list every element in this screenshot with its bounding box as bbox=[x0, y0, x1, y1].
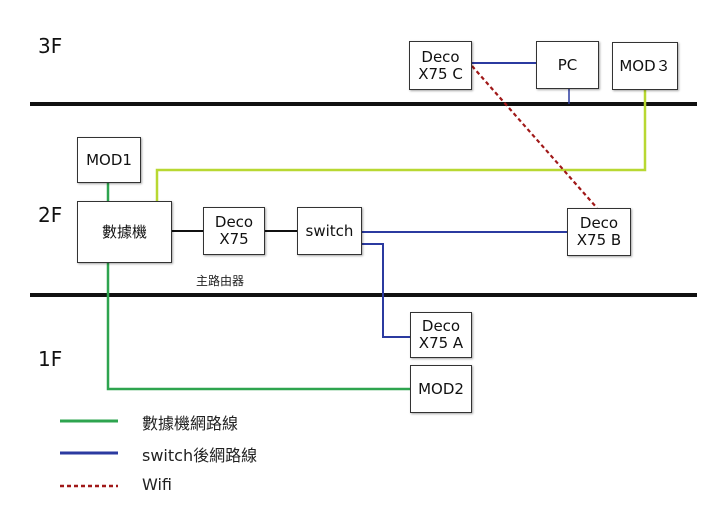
deco-x75-c-node: Deco X75 C bbox=[409, 41, 472, 90]
data-machine-node: 數據機 bbox=[77, 201, 172, 263]
deco-x75-main-node: Deco X75 bbox=[203, 207, 265, 255]
cable-modem-to-mod2 bbox=[106, 262, 410, 391]
node-label: Deco bbox=[579, 214, 619, 232]
node-label: MOD1 bbox=[86, 150, 132, 169]
node-label: MOD2 bbox=[418, 379, 464, 398]
mod1-node: MOD1 bbox=[77, 137, 141, 183]
node-label: MOD３ bbox=[619, 56, 671, 75]
legend-label-switch-cable: switch後網路線 bbox=[142, 446, 258, 465]
node-label: Deco bbox=[214, 213, 254, 231]
switch-node: switch bbox=[297, 207, 362, 255]
main-router-caption: 主路由器 bbox=[196, 274, 245, 288]
pc-node: PC bbox=[536, 41, 599, 89]
mod3-node: MOD３ bbox=[612, 42, 678, 90]
node-label: X75 C bbox=[418, 64, 463, 83]
node-label: X75 A bbox=[418, 334, 464, 352]
mod2-node: MOD2 bbox=[410, 365, 472, 413]
floor-label-3f: 3F bbox=[38, 34, 63, 58]
legend-label-modem-cable: 數據機網路線 bbox=[142, 414, 239, 433]
cable-modem-to-mod3 bbox=[155, 90, 647, 201]
node-label: X75 bbox=[219, 230, 249, 248]
floor-label-2f: 2F bbox=[38, 203, 63, 227]
node-label: switch bbox=[305, 221, 354, 240]
node-label: Deco bbox=[421, 47, 460, 66]
deco-x75-b-node: Deco X75 B bbox=[567, 208, 631, 256]
node-label: Deco bbox=[421, 317, 461, 335]
node-label: 數據機 bbox=[101, 222, 147, 241]
legend-label-wifi: Wifi bbox=[142, 475, 172, 494]
wifi-deco-c-to-deco-b bbox=[471, 65, 598, 209]
node-label: PC bbox=[557, 55, 578, 74]
floor-label-1f: 1F bbox=[38, 347, 63, 371]
node-label: X75 B bbox=[576, 231, 622, 249]
cable-switch-to-deco-a bbox=[362, 243, 410, 338]
deco-x75-a-node: Deco X75 A bbox=[410, 312, 472, 358]
